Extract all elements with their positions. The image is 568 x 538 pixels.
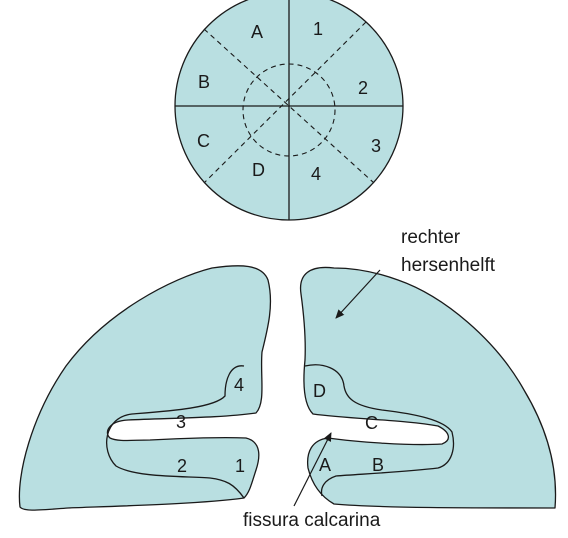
- fissure-arrow: [293, 432, 332, 507]
- sector-label-4: 4: [311, 164, 321, 184]
- sector-label-3: 3: [371, 136, 381, 156]
- macula-circle: [242, 63, 336, 157]
- hemisphere-label-line2: hersenhelft: [401, 255, 496, 276]
- left-region-label-1: 1: [235, 456, 245, 476]
- sector-label-c: C: [197, 131, 210, 151]
- right-hemisphere: D C A B: [299, 266, 557, 509]
- left-region-label-2: 2: [177, 456, 187, 476]
- diagonal-divider-2: [203, 21, 367, 184]
- right-sulcus-fold: [304, 364, 455, 497]
- sector-label-1: 1: [313, 19, 323, 39]
- visual-field-circle: A B C D 1 2 3 4: [174, 0, 404, 221]
- right-hemisphere-shape: [299, 266, 557, 509]
- hemisphere-arrow: [335, 269, 381, 319]
- sector-label-2: 2: [358, 78, 368, 98]
- right-region-label-a: A: [319, 455, 331, 475]
- left-sulcus-fold: [106, 365, 245, 499]
- diagonal-divider-1: [203, 28, 375, 184]
- sector-label-b: B: [198, 72, 210, 92]
- left-region-label-4: 4: [234, 375, 244, 395]
- hemisphere-label-line1: rechter: [401, 227, 461, 248]
- left-region-label-3: 3: [176, 412, 186, 432]
- right-region-label-d: D: [313, 381, 326, 401]
- right-region-label-c: C: [365, 413, 378, 433]
- sector-label-a: A: [251, 22, 263, 42]
- left-hemisphere: 4 3 2 1: [18, 265, 272, 511]
- left-hemisphere-shape: [18, 265, 272, 511]
- right-region-label-b: B: [372, 455, 384, 475]
- fissure-label: fissura calcarina: [243, 510, 381, 531]
- annotations: rechter hersenhelft fissura calcarina: [243, 227, 496, 531]
- sector-label-d: D: [252, 160, 265, 180]
